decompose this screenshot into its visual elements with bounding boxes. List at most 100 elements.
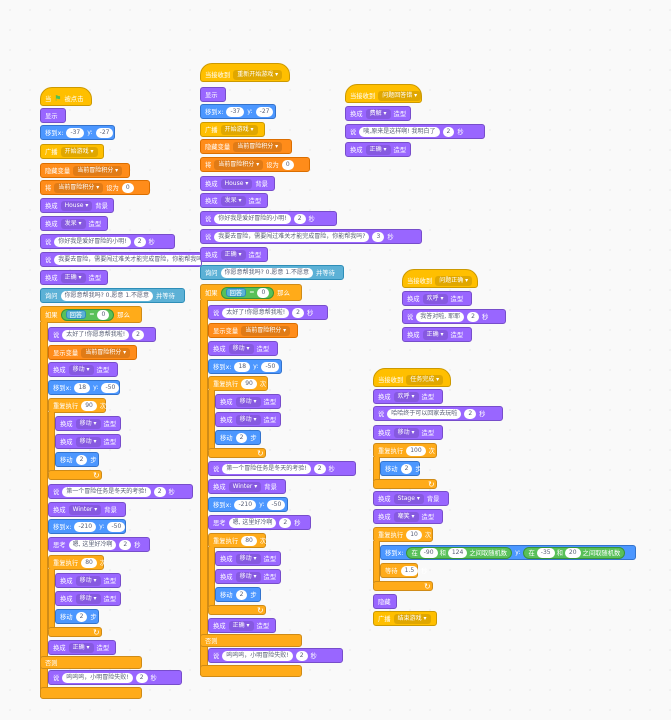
y-input[interactable]: -50 <box>101 382 120 393</box>
costume-dropdown[interactable]: 移动 <box>75 593 101 604</box>
costume-dropdown[interactable]: 正确 <box>422 329 448 340</box>
hide-block[interactable]: 隐藏 <box>373 594 397 609</box>
costume-dropdown[interactable]: 欢呼 <box>393 391 419 402</box>
x-input[interactable]: 18 <box>74 382 91 393</box>
steps-input[interactable]: 2 <box>400 463 413 474</box>
broadcast-block[interactable]: 广播结束游戏 <box>373 611 437 626</box>
steps-input[interactable]: 2 <box>75 454 88 465</box>
x-input[interactable]: -210 <box>234 499 257 510</box>
variable-dropdown[interactable]: 当前冒险积分 <box>54 182 104 193</box>
say-for-secs-block[interactable]: 说太好了!你愿意帮我啦!2 <box>48 327 156 342</box>
costume-dropdown[interactable]: 欢呼 <box>422 293 448 304</box>
message-input[interactable]: 咦,原来是这样啊! 我明白了 <box>359 126 440 137</box>
ask-and-wait-block[interactable]: 询问你愿意帮我吗? 0.愿意 1.不愿意并等待 <box>40 288 185 303</box>
switch-costume-block[interactable]: 换成正确造型 <box>48 640 116 655</box>
steps-input[interactable]: 2 <box>75 611 88 622</box>
switch-costume-block[interactable]: 换成正确造型 <box>200 247 268 262</box>
switch-costume-block[interactable]: 换成移动造型 <box>215 569 281 584</box>
variable-dropdown[interactable]: 当前冒险积分 <box>214 159 264 170</box>
repeat-count-input[interactable]: 100 <box>406 445 426 456</box>
costume-dropdown[interactable]: 移动 <box>235 553 261 564</box>
variable-dropdown[interactable]: 当前冒险积分 <box>241 325 291 336</box>
secs-input[interactable]: 2 <box>295 650 308 661</box>
x-input[interactable]: -37 <box>226 106 245 117</box>
message-input[interactable]: 呜呜呜，小明冒险失败! <box>222 650 293 661</box>
y-input[interactable]: -27 <box>95 127 114 138</box>
message-dropdown[interactable]: 开始游戏 <box>60 146 98 157</box>
costume-dropdown[interactable]: 发呆 <box>60 218 86 229</box>
message-dropdown[interactable]: 任务完成 <box>406 374 444 385</box>
random-y-from-input[interactable]: -35 <box>536 547 555 558</box>
message-dropdown[interactable]: 结束游戏 <box>393 613 431 624</box>
if-else-block[interactable]: 如果 回答 = 0 那么 <box>200 284 302 301</box>
show-variable-block[interactable]: 显示变量当前冒险积分 <box>48 345 137 360</box>
message-input[interactable]: 第一个冒险任务是冬天的考验! <box>222 463 311 474</box>
backdrop-dropdown[interactable]: Winter <box>68 504 102 515</box>
secs-input[interactable]: 2 <box>442 126 455 137</box>
costume-dropdown[interactable]: 正确 <box>220 249 246 260</box>
costume-dropdown[interactable]: 移动 <box>75 436 101 447</box>
switch-costume-block[interactable]: 换成发呆造型 <box>200 193 268 208</box>
answer-reporter[interactable]: 回答 <box>225 288 247 297</box>
y-input[interactable]: -50 <box>267 499 286 510</box>
message-input[interactable]: 你好我是爱好冒险的小明! <box>214 213 291 224</box>
show-block[interactable]: 显示 <box>40 108 66 123</box>
switch-costume-block[interactable]: 换成发呆造型 <box>40 216 108 231</box>
message-dropdown[interactable]: 问题回答错 <box>378 90 422 101</box>
secs-input[interactable]: 2 <box>293 213 306 224</box>
if-else-block[interactable]: 如果 回答 = 0 那么 <box>40 306 142 323</box>
costume-dropdown[interactable]: 移动 <box>393 427 419 438</box>
switch-costume-block[interactable]: 换成移动造型 <box>215 394 281 409</box>
equals-operator[interactable]: 回答 = 0 <box>220 286 275 299</box>
switch-backdrop-block[interactable]: 换成Winter背景 <box>208 479 286 494</box>
backdrop-dropdown[interactable]: House <box>60 200 93 211</box>
costume-dropdown[interactable]: 发呆 <box>220 195 246 206</box>
repeat-count-input[interactable]: 90 <box>81 400 97 411</box>
secs-input[interactable]: 2 <box>119 539 132 550</box>
switch-costume-block[interactable]: 换成移动造型 <box>48 362 118 377</box>
secs-input[interactable]: 3 <box>372 231 385 242</box>
set-variable-block[interactable]: 将当前冒险积分设为0 <box>200 157 310 172</box>
switch-costume-block[interactable]: 换成欢呼造型 <box>402 291 472 306</box>
backdrop-dropdown[interactable]: Winter <box>228 481 262 492</box>
costume-dropdown[interactable]: 移动 <box>228 343 254 354</box>
variable-dropdown[interactable]: 当前冒险积分 <box>73 165 123 176</box>
value-input[interactable]: 0 <box>121 182 134 193</box>
switch-backdrop-block[interactable]: 换成House背景 <box>40 198 114 213</box>
compare-value-input[interactable]: 0 <box>97 309 110 320</box>
compare-value-input[interactable]: 0 <box>257 287 270 298</box>
secs-input[interactable]: 2 <box>464 408 477 419</box>
show-variable-block[interactable]: 显示变量当前冒险积分 <box>208 323 298 338</box>
ask-and-wait-block[interactable]: 询问你愿意帮我吗? 0.愿意 1.不愿意并等待 <box>200 265 344 280</box>
costume-dropdown[interactable]: 移动 <box>235 414 261 425</box>
message-input[interactable]: 太好了!你愿意帮我啦! <box>62 329 130 340</box>
variable-dropdown[interactable]: 当前冒险积分 <box>81 347 131 358</box>
set-variable-block[interactable]: 将当前冒险积分设为0 <box>40 180 150 195</box>
question-input[interactable]: 你愿意帮我吗? 0.愿意 1.不愿意 <box>220 267 314 278</box>
costume-dropdown[interactable]: 移动 <box>235 571 261 582</box>
equals-operator[interactable]: 回答 = 0 <box>60 308 115 321</box>
message-input[interactable]: 哈哈终于可以回家去玩啦 <box>387 408 462 419</box>
when-receive-block[interactable]: 当接收到重新开始游戏 <box>200 63 290 82</box>
switch-costume-block[interactable]: 换成移动造型 <box>215 551 281 566</box>
